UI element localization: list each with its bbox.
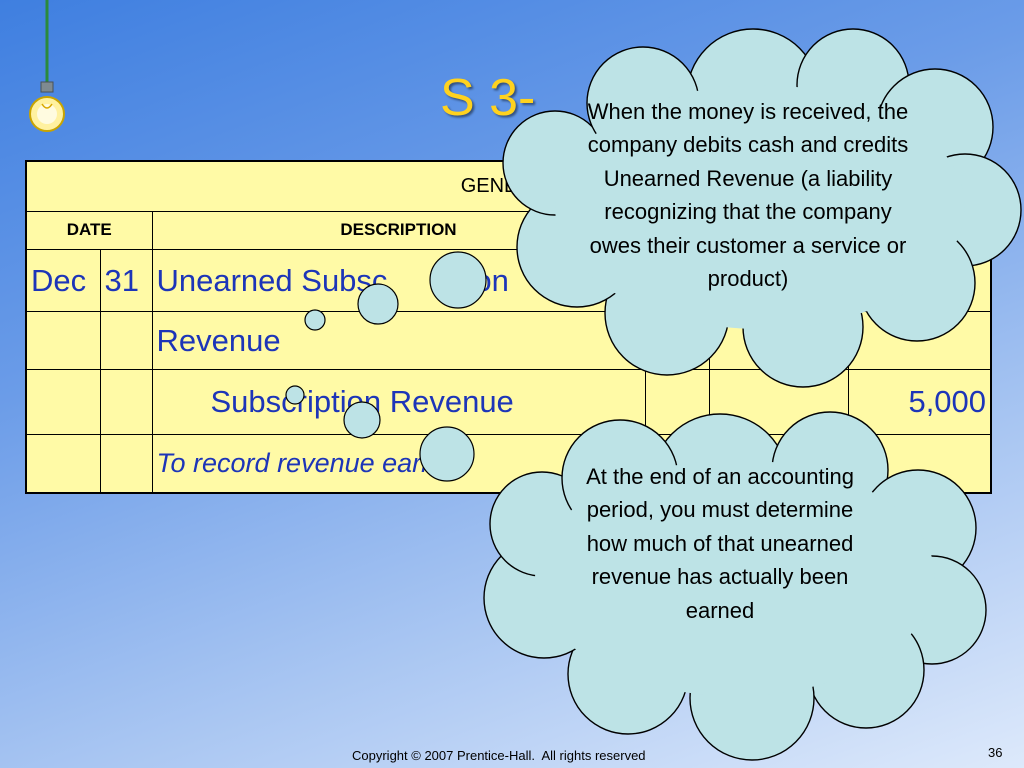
callout-text: At the end of an accounting period, you … [586, 464, 854, 623]
entry-description-head: Unearned Subsc [156, 262, 388, 298]
cloud-shape [502, 28, 1022, 388]
slide-title: S 3- [440, 69, 536, 127]
entry-month: Dec [25, 248, 101, 313]
callout-cloud-unearned: When the money is received, the company … [495, 15, 1024, 395]
copyright-footer: Copyright © 2007 Prentice-Hall. All righ… [352, 748, 646, 763]
callout-text: When the money is received, the company … [587, 99, 909, 292]
header-date: DATE [25, 211, 153, 250]
entry-day: 31 [99, 248, 153, 313]
entry-description: Subscription Revenue [151, 369, 646, 435]
entry-credit-amount: 5,000 [847, 369, 992, 435]
slide-number: 36 [988, 745, 1003, 760]
cloud-shape [483, 411, 987, 761]
callout-cloud-earned: At the end of an accounting period, you … [470, 398, 1000, 768]
lightbulb-icon [29, 0, 65, 132]
